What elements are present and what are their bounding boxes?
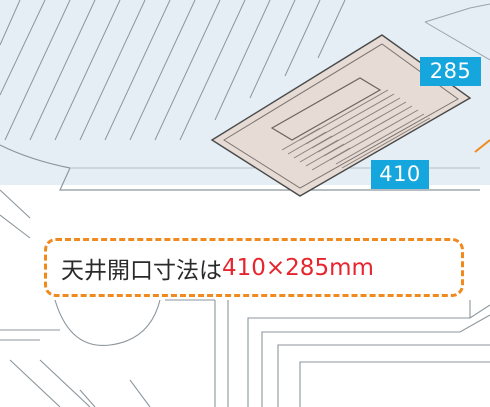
wall-corner-line bbox=[424, 3, 490, 23]
depth-dimension-badge: 285 bbox=[420, 57, 481, 86]
caption-label: 天井開口寸法は bbox=[61, 257, 222, 284]
ceiling-seams bbox=[0, 0, 346, 141]
width-dimension-badge: 410 bbox=[371, 160, 429, 189]
direction-arrow bbox=[474, 139, 490, 153]
room-structure bbox=[0, 189, 490, 407]
caption-value: 410×285mm bbox=[222, 254, 374, 281]
ceiling-outline bbox=[0, 144, 480, 191]
ventilation-unit bbox=[210, 34, 472, 197]
wall-edge-line bbox=[424, 21, 490, 61]
